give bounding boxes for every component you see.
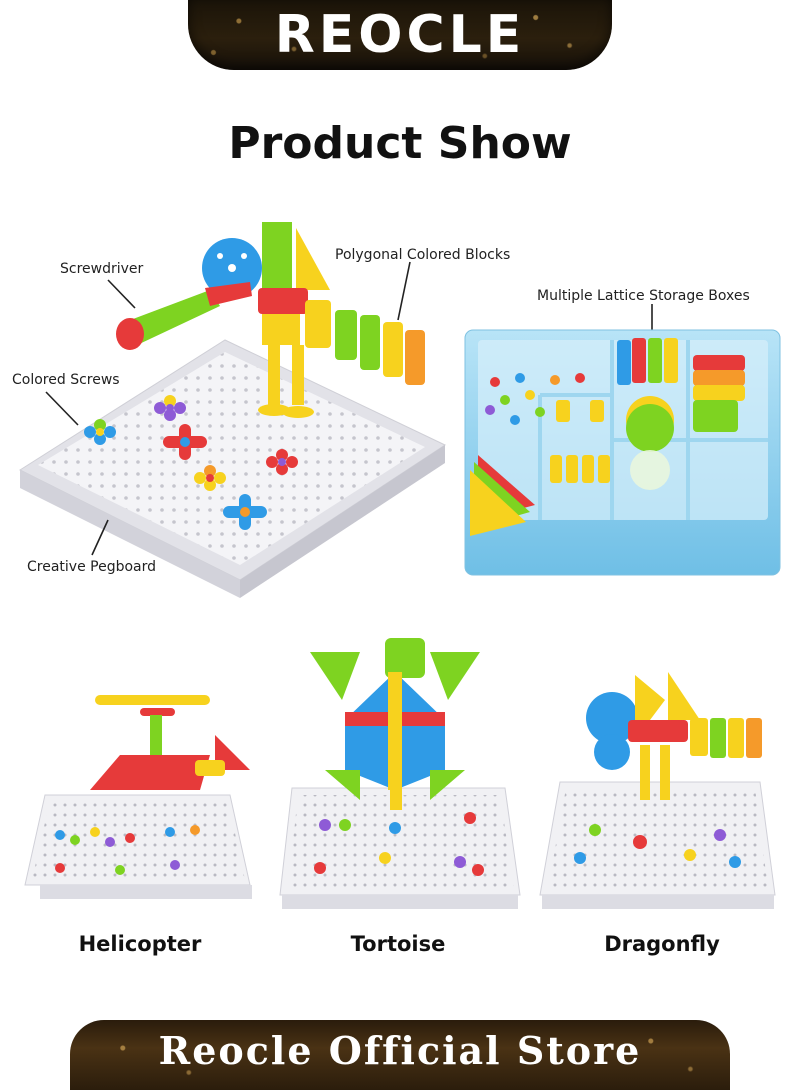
model-label-tortoise: Tortoise	[350, 932, 446, 956]
screwdriver	[116, 282, 252, 350]
callout-pegboard: Creative Pegboard	[27, 559, 157, 575]
callout-screws: Colored Screws	[12, 372, 120, 388]
tortoise-model	[279, 638, 521, 909]
pegboard-large	[18, 339, 447, 598]
page-title: Product Show	[228, 118, 572, 169]
colored-screws	[84, 395, 298, 530]
callout-screwdriver: Screwdriver	[60, 261, 144, 277]
dragonfly-model	[539, 672, 776, 909]
store-name: Reocle Official Store	[158, 1028, 642, 1073]
model-label-helicopter: Helicopter	[78, 932, 202, 956]
callout-blocks: Polygonal Colored Blocks	[335, 247, 511, 263]
brand-logo: REOCLE	[274, 5, 526, 65]
model-label-dragonfly: Dragonfly	[604, 932, 720, 956]
callout-storage: Multiple Lattice Storage Boxes	[537, 288, 750, 304]
top-banner: REOCLE	[188, 0, 612, 70]
storage-box	[464, 329, 781, 576]
dragonfly-model-large	[202, 222, 425, 418]
callout-lines	[45, 261, 653, 556]
helicopter-model	[24, 695, 252, 899]
bottom-banner: Reocle Official Store	[70, 1020, 730, 1090]
